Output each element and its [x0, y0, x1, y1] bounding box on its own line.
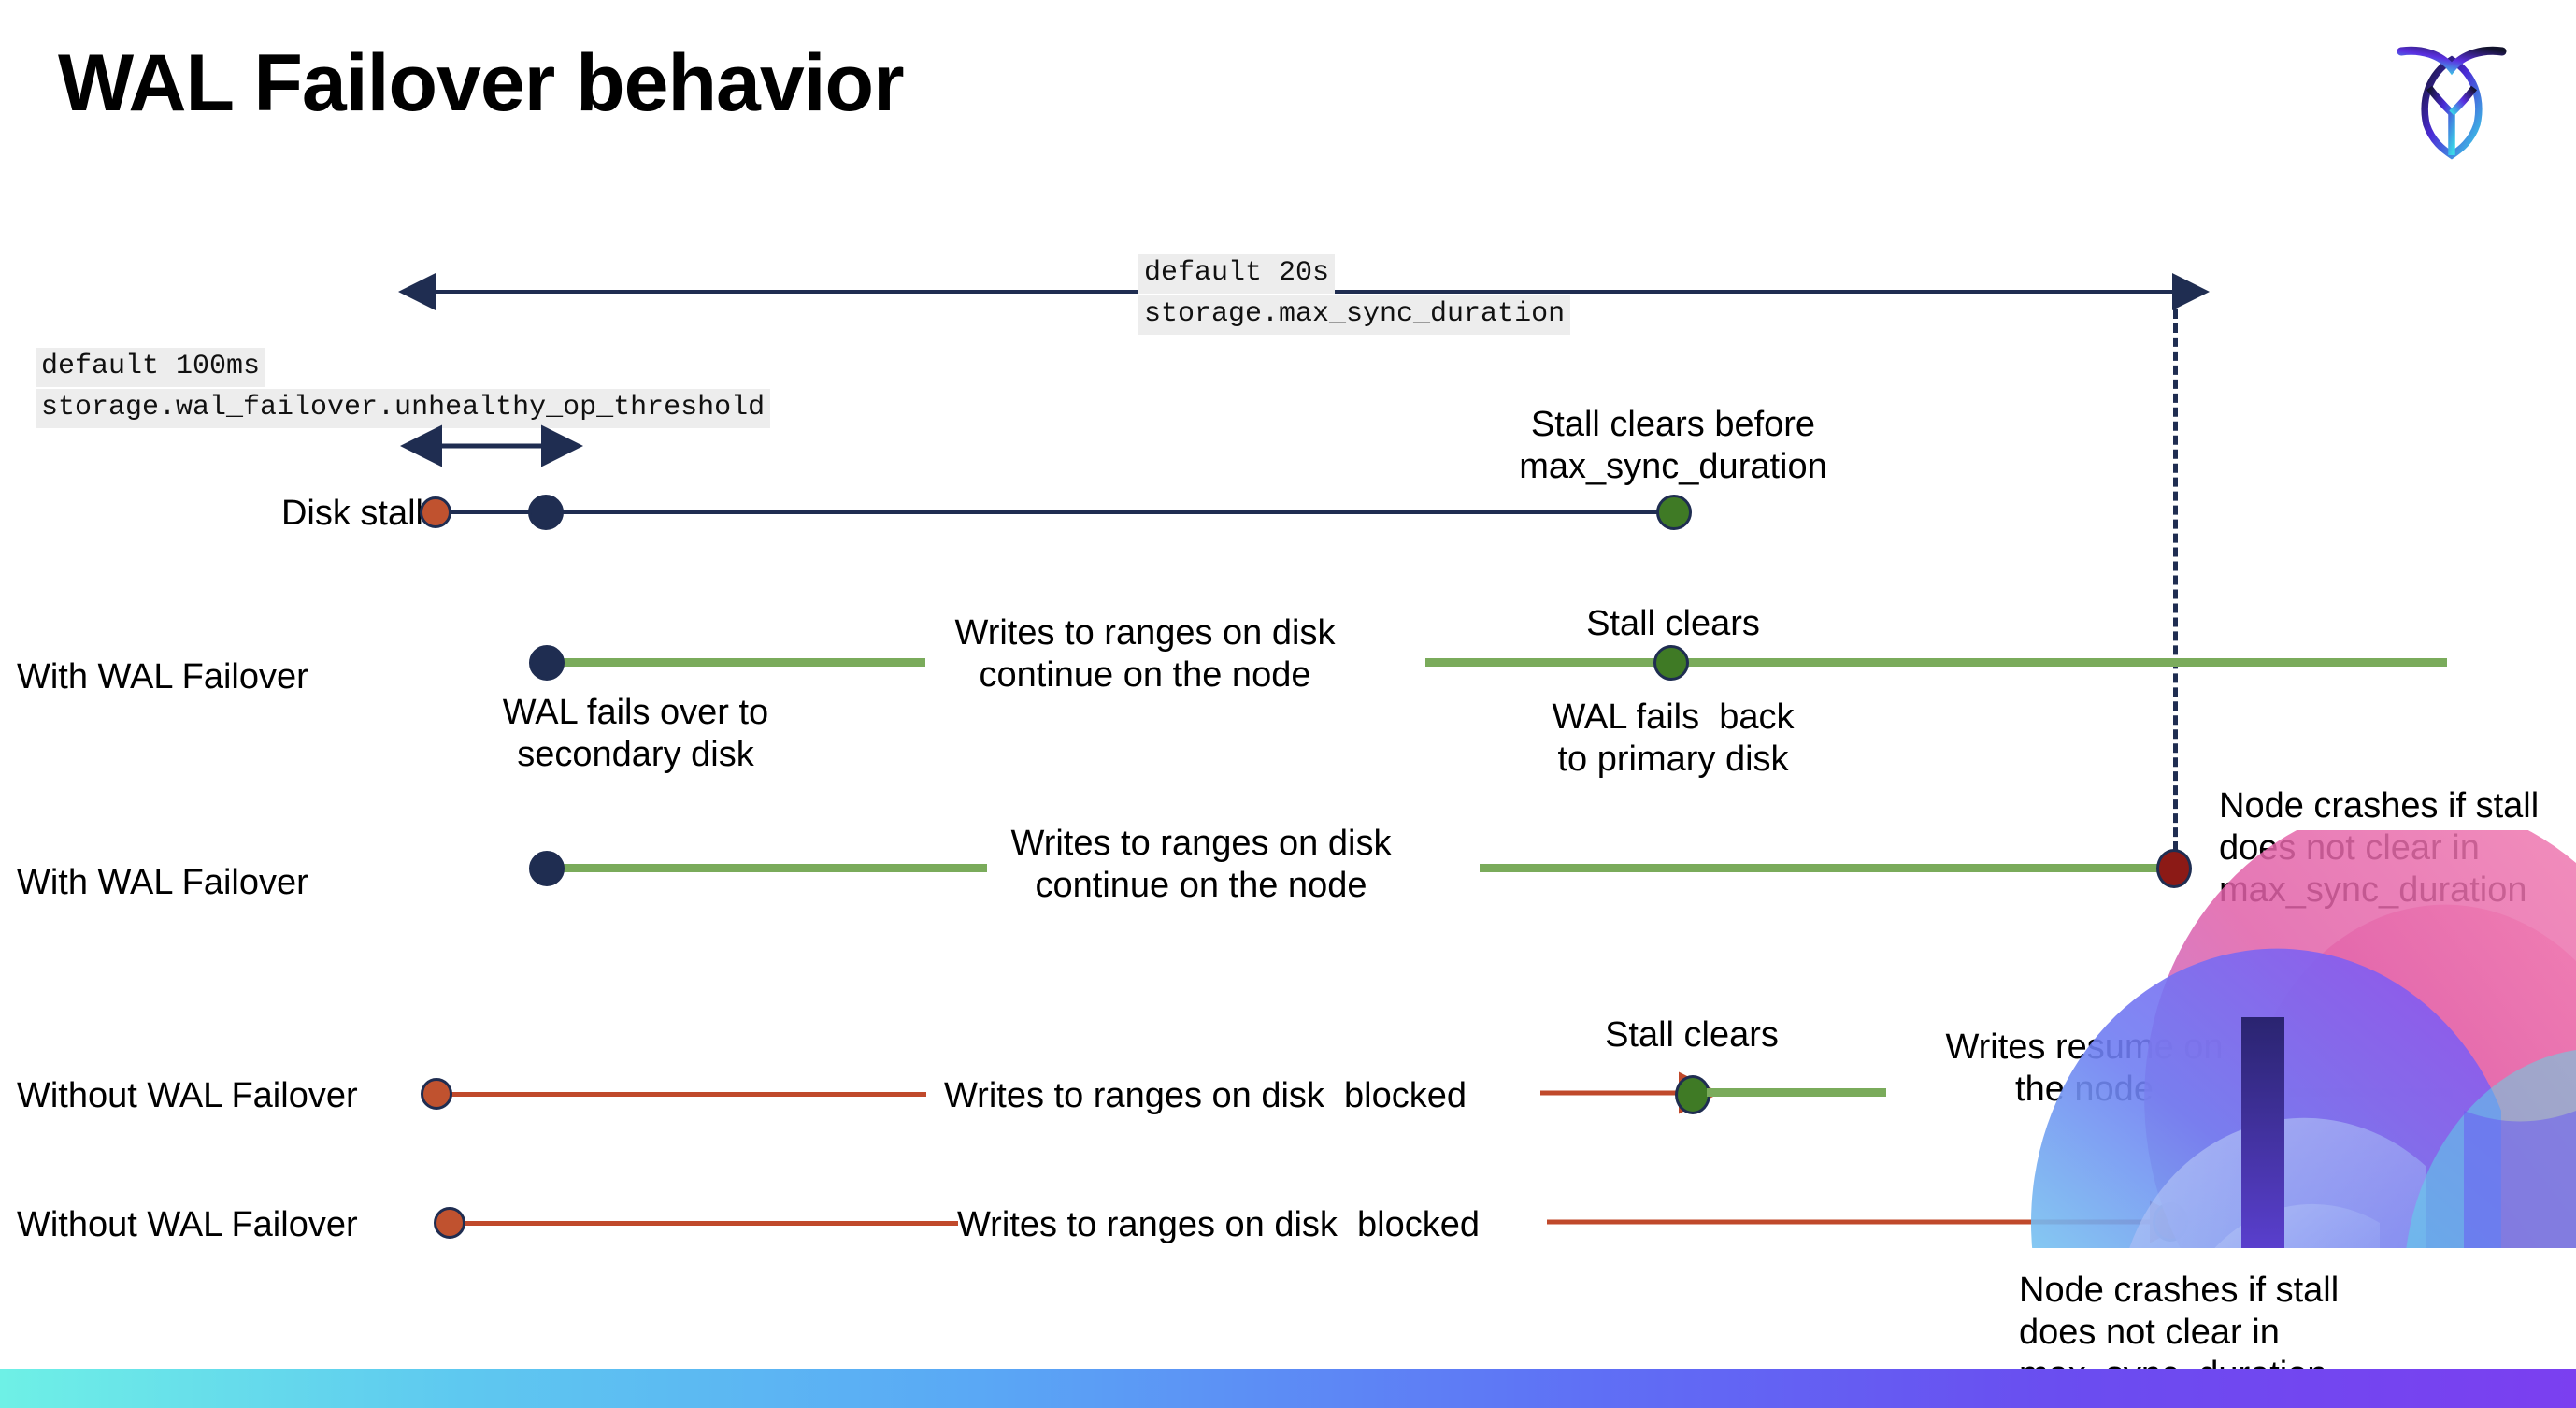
row-label-without-wal-failover-1: Without WAL Failover — [17, 1076, 358, 1115]
without-wal-1-stall-clears-dot — [1675, 1075, 1710, 1114]
annotation-writes-resume: Writes resume on the node — [1945, 1027, 2224, 1109]
annotation-node-crashes-2: Node crashes if stall does not clear in … — [2019, 1271, 2340, 1394]
with-wal-2-node-crash-dot — [2156, 849, 2192, 888]
with-wal-2-green-segment-right — [1480, 864, 2182, 872]
unhealthy-threshold-dot — [528, 495, 564, 530]
unhealthy-op-threshold-span-arrow — [400, 424, 583, 467]
annotation-writes-blocked-2: Writes to ranges on disk blocked — [957, 1205, 1481, 1244]
annotation-writes-continue-2: Writes to ranges on disk continue on the… — [1010, 824, 1392, 905]
with-wal-1-stall-clears-dot — [1653, 645, 1689, 681]
disk-stalls-timeline — [432, 510, 1684, 514]
annotation-wal-fails-back: WAL fails back to primary disk — [1552, 697, 1795, 779]
without-wal-1-green-segment — [1707, 1088, 1886, 1097]
annotation-wal-fails-over: WAL fails over to secondary disk — [502, 693, 769, 774]
annotation-writes-blocked-1: Writes to ranges on disk blocked — [944, 1076, 1467, 1115]
annotation-node-crashes-1: Node crashes if stall does not clear in … — [2219, 786, 2540, 910]
without-wal-2-stall-start-dot — [434, 1207, 465, 1239]
page-title: WAL Failover behavior — [58, 38, 905, 128]
with-wal-1-green-segment-left — [550, 658, 925, 667]
with-wal-1-green-segment-right — [1425, 658, 2447, 667]
unhealthy-op-default-label: default 100ms — [36, 348, 266, 387]
row-label-without-wal-failover-2: Without WAL Failover — [17, 1205, 358, 1244]
with-wal-2-failover-dot — [529, 851, 565, 886]
without-wal-1-stall-start-dot — [421, 1078, 452, 1110]
disk-stall-start-dot — [420, 496, 451, 528]
annotation-stall-clears-1: Stall clears — [1586, 604, 1760, 643]
without-wal-2-blocked-line-left — [449, 1221, 958, 1226]
max-sync-default-label: default 20s — [1138, 254, 1336, 294]
row-label-with-wal-failover-2: With WAL Failover — [17, 863, 308, 902]
annotation-stall-clears-before: Stall clears before max_sync_duration — [1519, 405, 1827, 486]
max-sync-setting-label: storage.max_sync_duration — [1138, 295, 1571, 335]
annotation-stall-clears-2: Stall clears — [1605, 1015, 1779, 1055]
row-label-disk-stalls: Disk stalls — [280, 494, 441, 533]
unhealthy-op-setting-label: storage.wal_failover.unhealthy_op_thresh… — [36, 389, 771, 428]
annotation-writes-continue-1: Writes to ranges on disk continue on the… — [954, 613, 1336, 695]
without-wal-1-blocked-line-left — [436, 1092, 926, 1097]
without-wal-1-green-segment-far — [2288, 1088, 2453, 1097]
with-wal-1-failover-dot — [529, 645, 565, 681]
cockroachdb-logo-icon — [2397, 46, 2507, 160]
without-wal-1-blocked-arrow — [1540, 1071, 1721, 1114]
with-wal-2-green-segment-left — [550, 864, 987, 872]
footer-gradient-bar — [0, 1369, 2576, 1408]
max-sync-deadline-dashed-line — [2173, 295, 2178, 879]
without-wal-2-blocked-arrow — [1547, 1200, 2192, 1243]
without-wal-2-node-crash-dot — [2153, 1202, 2188, 1242]
disk-stall-clears-dot — [1656, 495, 1692, 530]
row-label-with-wal-failover-1: With WAL Failover — [17, 657, 308, 697]
